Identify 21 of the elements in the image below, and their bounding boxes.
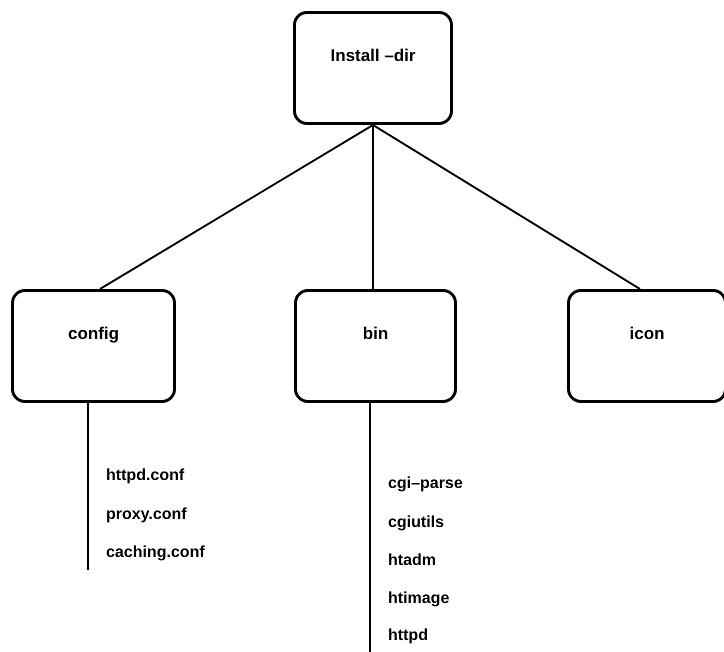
connector-line	[372, 125, 374, 289]
folder-box	[11, 289, 176, 403]
folder-name: config	[68, 323, 119, 346]
file-name: httpd.conf	[106, 466, 184, 486]
folder-name: icon	[630, 323, 664, 346]
connector-line	[372, 124, 641, 290]
connector-line	[87, 403, 89, 570]
folder-box	[567, 289, 724, 403]
folder-name: Install –dir	[330, 45, 416, 68]
file-name: cgiutils	[388, 513, 444, 533]
folder-name: bin	[362, 323, 388, 346]
connector-line	[99, 124, 374, 290]
file-name: caching.conf	[106, 543, 205, 563]
file-name: htimage	[388, 589, 450, 609]
file-name: proxy.conf	[106, 505, 187, 525]
folder-box	[293, 11, 453, 125]
file-name: httpd	[388, 626, 428, 646]
file-name: htadm	[388, 551, 436, 571]
file-name: cgi–parse	[388, 474, 463, 494]
connector-line	[369, 403, 371, 652]
folder-box	[294, 289, 457, 403]
